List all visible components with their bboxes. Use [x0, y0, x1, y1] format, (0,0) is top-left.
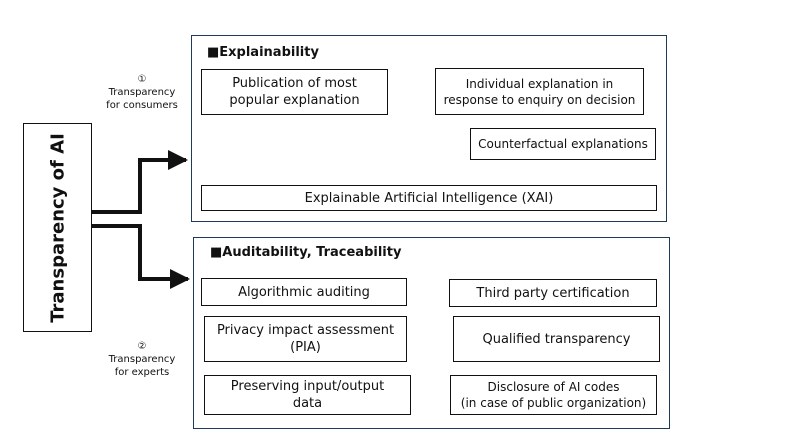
qualified-transparency-label: Qualified transparency — [482, 331, 631, 347]
third-party-certification-label: Third party certification — [476, 285, 630, 301]
individual-explanation-line2: response to enquiry on decision — [443, 92, 636, 107]
consumers-line2: for consumers — [106, 100, 178, 111]
popular-explanation-line2: popular explanation — [229, 93, 360, 108]
connector-to-auditability — [92, 224, 190, 289]
disclosure-line2: (in case of public organization) — [460, 396, 647, 410]
pia-line1: Privacy impact assessment — [216, 323, 395, 338]
preserving-data-box: Preserving input/output data — [204, 375, 411, 415]
transparency-of-ai-label: Transparency of AI — [47, 132, 68, 323]
connector-to-explainability — [92, 150, 188, 214]
counterfactual-label: Counterfactual explanations — [478, 136, 648, 151]
individual-explanation-box: Individual explanation in response to en… — [435, 68, 644, 115]
experts-annotation: ② Transparency for experts — [98, 340, 186, 379]
preserving-line2: data — [292, 396, 323, 411]
pia-line2: (PIA) — [290, 340, 321, 355]
explainability-title: ■Explainability — [207, 45, 319, 60]
xai-label: Explainable Artificial Intelligence (XAI… — [304, 190, 554, 206]
consumers-number: ① — [137, 74, 147, 85]
popular-explanation-line1: Publication of most — [232, 76, 357, 91]
xai-box: Explainable Artificial Intelligence (XAI… — [201, 185, 657, 211]
disclosure-line1: Disclosure of AI codes — [487, 380, 620, 394]
auditability-title: ■Auditability, Traceability — [210, 245, 402, 260]
individual-explanation-line1: Individual explanation in — [465, 76, 614, 91]
preserving-line1: Preserving input/output — [230, 379, 385, 394]
experts-line1: Transparency — [108, 354, 176, 365]
popular-explanation-box: Publication of most popular explanation — [201, 69, 388, 115]
pia-box: Privacy impact assessment (PIA) — [204, 316, 407, 362]
counterfactual-box: Counterfactual explanations — [470, 128, 656, 160]
consumers-line1: Transparency — [108, 87, 176, 98]
qualified-transparency-box: Qualified transparency — [453, 316, 660, 362]
transparency-of-ai-box: Transparency of AI — [23, 123, 92, 332]
consumers-annotation: ① Transparency for consumers — [98, 73, 186, 112]
algorithmic-auditing-label: Algorithmic auditing — [238, 284, 370, 300]
algorithmic-auditing-box: Algorithmic auditing — [201, 278, 407, 306]
experts-line2: for experts — [114, 367, 170, 378]
experts-number: ② — [137, 341, 147, 352]
disclosure-box: Disclosure of AI codes (in case of publi… — [450, 375, 657, 415]
third-party-certification-box: Third party certification — [449, 279, 657, 307]
